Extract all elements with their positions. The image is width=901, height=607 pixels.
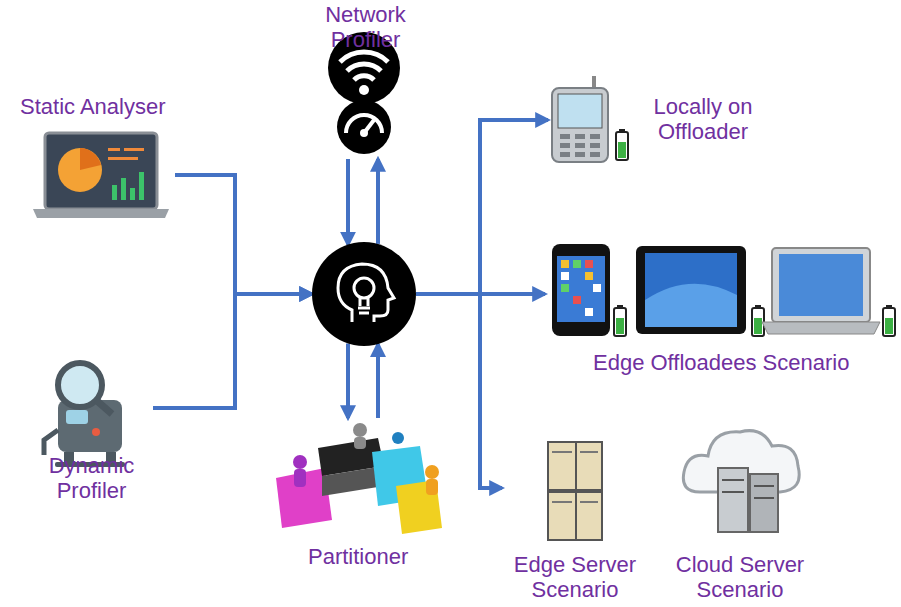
- node-label: Cloud Server Scenario: [670, 553, 810, 602]
- icon-node: Partitioner: [270, 418, 446, 570]
- flow-arrow: [376, 159, 380, 244]
- node-label: Edge Offloadees Scenario: [593, 351, 849, 376]
- flow-arrow: [416, 294, 502, 488]
- icon-node: Static Analyser: [10, 95, 175, 223]
- cloud-server-icon: [683, 431, 799, 532]
- icon-node: Locally on Offloader: [548, 74, 770, 166]
- flow-arrow: [416, 120, 548, 294]
- icon-node: Network Profiler: [297, 3, 431, 159]
- devices-icon: [552, 244, 895, 336]
- hub-circle: [312, 242, 416, 346]
- puzzle-icon: [276, 423, 442, 534]
- flow-arrow: [175, 175, 312, 294]
- icon-node: Dynamic Profiler: [27, 362, 153, 504]
- idea-icon: [312, 242, 416, 346]
- node-label: Static Analyser: [20, 95, 166, 120]
- icon-node: Cloud Server Scenario: [667, 420, 813, 603]
- phone-icon: [552, 76, 628, 162]
- node-label: Edge Server Scenario: [505, 553, 645, 602]
- flow-arrow: [346, 159, 350, 245]
- robot-icon: [44, 363, 125, 467]
- node-label: Locally on Offloader: [640, 95, 766, 144]
- icon-node: Edge Server Scenario: [502, 436, 648, 603]
- node-label: Dynamic Profiler: [30, 454, 153, 503]
- node-label: Partitioner: [308, 545, 408, 570]
- icon-node: Edge Offloadees Scenario: [545, 236, 897, 376]
- flow-arrow: [153, 294, 312, 408]
- server-icon: [548, 442, 602, 540]
- laptop-icon: [33, 133, 169, 218]
- flow-arrow: [346, 344, 350, 419]
- node-label: Network Profiler: [300, 3, 431, 52]
- flow-arrow: [376, 344, 380, 418]
